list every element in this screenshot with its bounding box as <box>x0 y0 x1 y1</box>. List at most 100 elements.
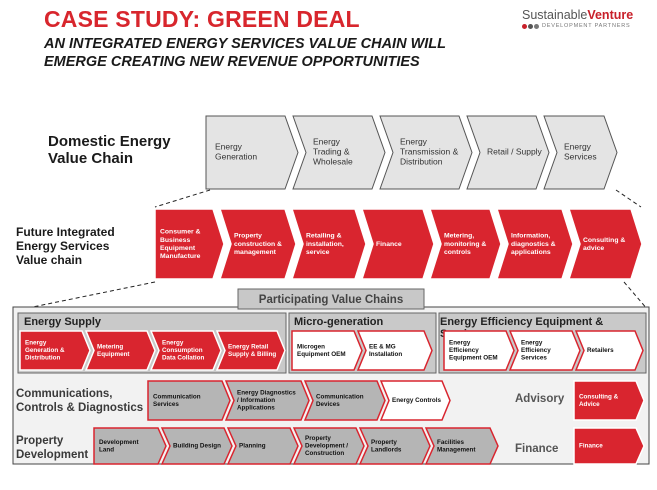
participating-step-text: Management <box>437 446 476 453</box>
participating-step-text: Planning <box>239 443 266 450</box>
participating-step-shape <box>147 380 231 421</box>
participating-step: Building Design <box>160 427 233 465</box>
participating-step-text: Equipment <box>97 351 130 358</box>
participating-step-text: Efficiency <box>449 347 479 354</box>
future-step-text: controls <box>444 249 471 256</box>
domestic-label-line-2: Value Chain <box>48 150 134 168</box>
energy-supply-label: Energy Supply <box>24 316 102 328</box>
future-step-text: Retailing & <box>306 233 342 240</box>
participating-step-shape <box>224 380 310 421</box>
future-step-shape <box>290 208 367 280</box>
participating-step-text: Energy Diagnostics <box>237 390 296 397</box>
participating-step-text: Consumption <box>162 347 203 354</box>
participating-step-text: Data Collation <box>162 355 204 362</box>
participating-step-text: Energy Controls <box>392 397 441 404</box>
participating-step-text: Energy <box>162 340 184 347</box>
participating-step-shape <box>443 330 515 371</box>
participating-step-text: Finance <box>579 443 603 450</box>
future-step-text: construction & <box>234 241 282 248</box>
logo-dot-icon <box>522 23 527 29</box>
participating-step-text: Communication <box>153 393 201 400</box>
future-label-line-2: Energy Services <box>16 238 110 253</box>
participating-step-text: / Information <box>237 397 275 404</box>
domestic-step-shape <box>466 115 550 190</box>
future-step-text: diagnostics & <box>511 241 556 248</box>
future-step: Retailing &installation,service <box>290 208 367 280</box>
participating-step-text: Retailers <box>587 347 614 354</box>
domestic-step: Retail / Supply <box>466 115 550 190</box>
participating-step-shape <box>226 427 299 465</box>
participating-step-text: Energy Retail <box>228 343 268 350</box>
domestic-step-text: Energy <box>215 142 243 152</box>
future-step-shape <box>218 208 297 280</box>
domestic-step-text: Transmission & <box>400 147 459 157</box>
domestic-step-text: Distribution <box>400 157 443 167</box>
slide-title: CASE STUDY: GREEN DEAL <box>44 6 360 32</box>
property-label-line-2: Development <box>16 449 88 461</box>
participating-step-shape <box>303 380 386 421</box>
communications-label-line-1: Communications, <box>16 388 112 400</box>
future-step: Information,diagnostics &applications <box>495 208 574 280</box>
domestic-step-shape <box>379 115 473 190</box>
future-step-text: Consumer & <box>160 229 201 236</box>
participating-step-shape <box>358 427 431 465</box>
dashed-connector-left-top <box>154 189 211 208</box>
efficiency-label-line-1: Energy Efficiency Equipment & <box>440 316 603 328</box>
participating-step-shape <box>379 380 451 421</box>
slide-subtitle-line-2: EMERGE CREATING NEW REVENUE OPPORTUNITIE… <box>44 54 420 70</box>
future-step-text: Property <box>234 233 262 240</box>
future-step-shape <box>154 208 225 280</box>
logo-dot-icon <box>534 23 539 29</box>
communications-label-line-2: Controls & Diagnostics <box>16 402 143 414</box>
participating-step-text: Devices <box>316 401 340 408</box>
domestic-step-text: Energy <box>564 142 592 152</box>
finance-label: Finance <box>515 443 558 455</box>
future-step-shape <box>360 208 435 280</box>
future-step: Finance <box>360 208 435 280</box>
participating-step-text: Land <box>99 446 114 453</box>
future-step-shape <box>567 208 643 280</box>
participating-step-shape <box>292 427 365 465</box>
future-step-text: Consulting & <box>583 237 625 244</box>
slide-subtitle-line-1: AN INTEGRATED ENERGY SERVICES VALUE CHAI… <box>44 36 446 52</box>
dashed-connector-right-top <box>615 189 642 208</box>
future-label-line-3: Value chain <box>16 252 83 267</box>
participating-step-shape <box>149 330 222 371</box>
participating-step-text: Applications <box>237 405 275 412</box>
participating-step-text: Building Design <box>173 443 221 450</box>
domestic-step-text: Energy <box>313 137 341 147</box>
participating-step-text: Services <box>153 401 179 408</box>
participating-step-shape <box>424 427 499 465</box>
participating-step-text: Construction <box>305 450 344 457</box>
participating-step: Retailers <box>574 330 644 371</box>
domestic-label-line-1: Domestic Energy <box>48 133 171 150</box>
participating-step-text: Property <box>305 435 331 442</box>
participating-step-shape <box>19 330 91 371</box>
participating-step-text: Energy <box>25 340 47 347</box>
participating-step: Energy Diagnostics/ InformationApplicati… <box>224 380 310 421</box>
participating-step: Planning <box>226 427 299 465</box>
domestic-step-text: Retail / Supply <box>487 147 543 157</box>
participating-step: Consulting &Advice <box>573 380 645 421</box>
participating-step-shape <box>573 427 645 465</box>
future-step-text: Business <box>160 237 190 244</box>
domestic-step-shape <box>543 115 618 190</box>
logo-word-sustainable: Sustainable <box>522 8 588 22</box>
participating-step-shape <box>160 427 233 465</box>
participating-step-text: Distribution <box>25 355 60 362</box>
future-step-text: service <box>306 249 330 256</box>
future-step-text: monitoring & <box>444 241 486 248</box>
domestic-step-text: Wholesale <box>313 157 353 167</box>
participating-step-text: Supply & Billing <box>228 351 276 358</box>
